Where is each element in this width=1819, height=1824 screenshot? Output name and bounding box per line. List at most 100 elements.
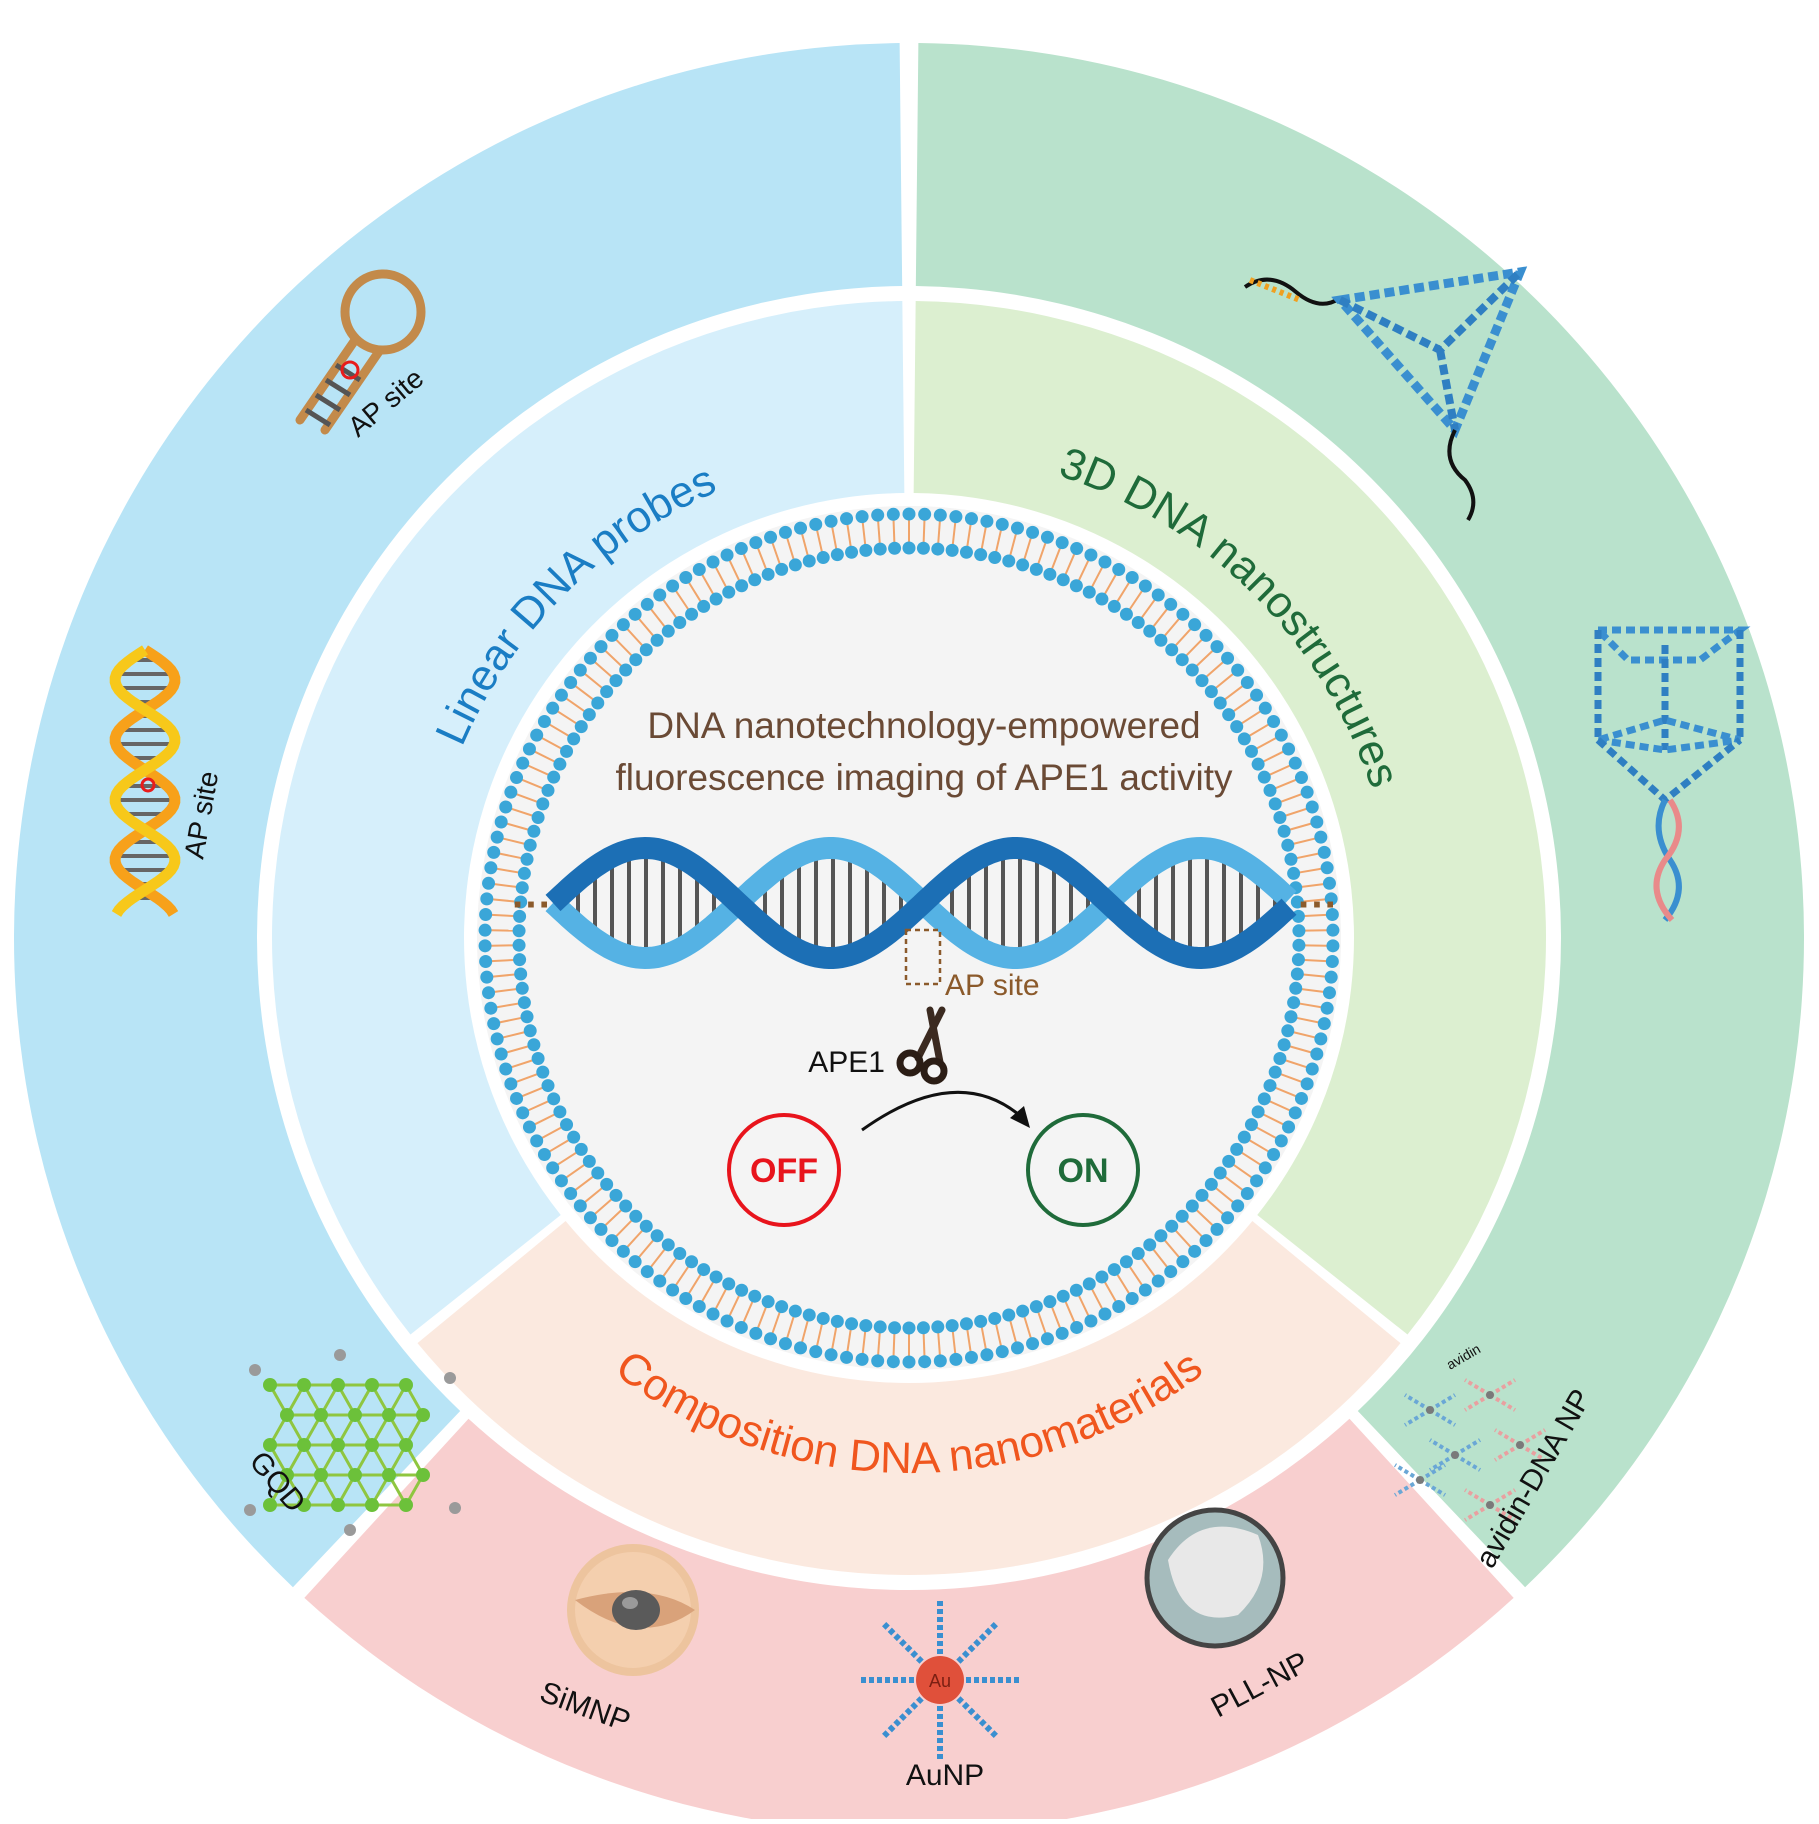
lipid-head	[1314, 831, 1327, 844]
lipid-head	[1164, 598, 1177, 611]
lipid-head	[1275, 1134, 1288, 1147]
lipid-head	[794, 1341, 807, 1354]
lipid-head	[609, 1189, 622, 1202]
aunp-label: AuNP	[906, 1759, 984, 1792]
lipid-head	[1284, 1010, 1297, 1023]
lipid-head	[856, 1353, 869, 1366]
lipid-head	[1108, 1263, 1121, 1276]
lipid-head	[1267, 715, 1280, 728]
lipid-head	[1211, 1223, 1224, 1236]
lipid-head	[510, 1092, 523, 1105]
carbon-atom	[314, 1408, 328, 1422]
lipid-head	[504, 1077, 517, 1090]
lipid-head	[1154, 1229, 1167, 1242]
lipid-head	[1176, 608, 1189, 621]
lipid-head	[1016, 1305, 1029, 1318]
lipid-head	[555, 689, 568, 702]
lipid-head	[510, 771, 523, 784]
lipid-head	[934, 1354, 947, 1367]
lipid-head	[1205, 685, 1218, 698]
lipid-head	[564, 1187, 577, 1200]
hydrogen-atom	[449, 1502, 461, 1514]
lipid-head	[1273, 811, 1286, 824]
lipid-head	[1289, 757, 1302, 770]
lipid-head	[1164, 1265, 1177, 1278]
lipid-head	[1295, 771, 1308, 784]
lipid-head	[653, 588, 666, 601]
lipid-head	[707, 1307, 720, 1320]
lipid-head	[949, 1353, 962, 1366]
carbon-atom	[331, 1498, 345, 1512]
lipid-head	[1321, 1002, 1334, 1015]
lipid-head	[480, 971, 493, 984]
lipid-head	[673, 616, 686, 629]
lipid-head	[1070, 1284, 1083, 1297]
carbon-atom	[263, 1378, 277, 1392]
hydrogen-atom	[444, 1372, 456, 1384]
lipid-head	[980, 1348, 993, 1361]
lipid-head	[567, 732, 580, 745]
lipid-head	[1259, 702, 1272, 715]
lipid-head	[749, 1327, 762, 1340]
lipid-head	[1057, 1290, 1070, 1303]
carbon-atom	[348, 1468, 362, 1482]
lipid-head	[479, 908, 492, 921]
lipid-head	[516, 1106, 529, 1119]
lipid-head	[553, 1105, 566, 1118]
lipid-head	[1098, 556, 1111, 569]
lipid-head	[874, 1320, 887, 1333]
lipid-head	[1126, 571, 1139, 584]
lipid-head	[591, 1167, 604, 1180]
lipid-head	[1321, 861, 1334, 874]
lipid-head	[965, 512, 978, 525]
lipid-head	[487, 1017, 500, 1030]
lipid-head	[1205, 1178, 1218, 1191]
lipid-head	[1084, 549, 1097, 562]
lipid-head	[1030, 563, 1043, 576]
lipid-head	[1139, 580, 1152, 593]
lipid-head	[1314, 1032, 1327, 1045]
lipid-head	[594, 640, 607, 653]
lipid-head	[1221, 1211, 1234, 1224]
lipid-head	[1126, 1292, 1139, 1305]
lipid-head	[1165, 643, 1178, 656]
lipid-head	[1241, 676, 1254, 689]
lipid-head	[1186, 663, 1199, 676]
lipid-head	[735, 579, 748, 592]
lipid-head	[662, 1238, 675, 1251]
lipid-head	[666, 1283, 679, 1296]
lipid-head	[666, 580, 679, 593]
lipid-head	[1318, 1017, 1331, 1030]
lipid-head	[1326, 939, 1339, 952]
lipid-head	[803, 554, 816, 567]
lipid-head	[697, 1263, 710, 1276]
lipid-head	[1250, 689, 1263, 702]
lipid-head	[794, 522, 807, 535]
lipid-head	[575, 720, 588, 733]
lipid-head	[1056, 1327, 1069, 1340]
carbon-atom	[365, 1498, 379, 1512]
lipid-head	[1269, 1066, 1282, 1079]
lipid-head	[1230, 720, 1243, 733]
carbon-atom	[382, 1408, 396, 1422]
lipid-head	[629, 1255, 642, 1268]
lipid-head	[629, 1210, 642, 1223]
lipid-head	[518, 996, 531, 1009]
lipid-tail	[924, 1334, 925, 1356]
lipid-head	[871, 509, 884, 522]
center-title-line2: fluorescence imaging of APE1 activity	[616, 757, 1233, 798]
lipid-head	[825, 515, 838, 528]
lipid-head	[1284, 853, 1297, 866]
lipid-head	[479, 924, 492, 937]
lipid-head	[1292, 953, 1305, 966]
lipid-head	[1176, 1210, 1189, 1223]
lipid-head	[825, 1348, 838, 1361]
lipid-head	[1238, 732, 1251, 745]
lipid-head	[918, 1355, 931, 1368]
lipid-head	[764, 531, 777, 544]
lipid-head	[605, 1234, 618, 1247]
lipid-head	[513, 939, 526, 952]
lipid-head	[762, 568, 775, 581]
lipid-head	[1095, 1270, 1108, 1283]
